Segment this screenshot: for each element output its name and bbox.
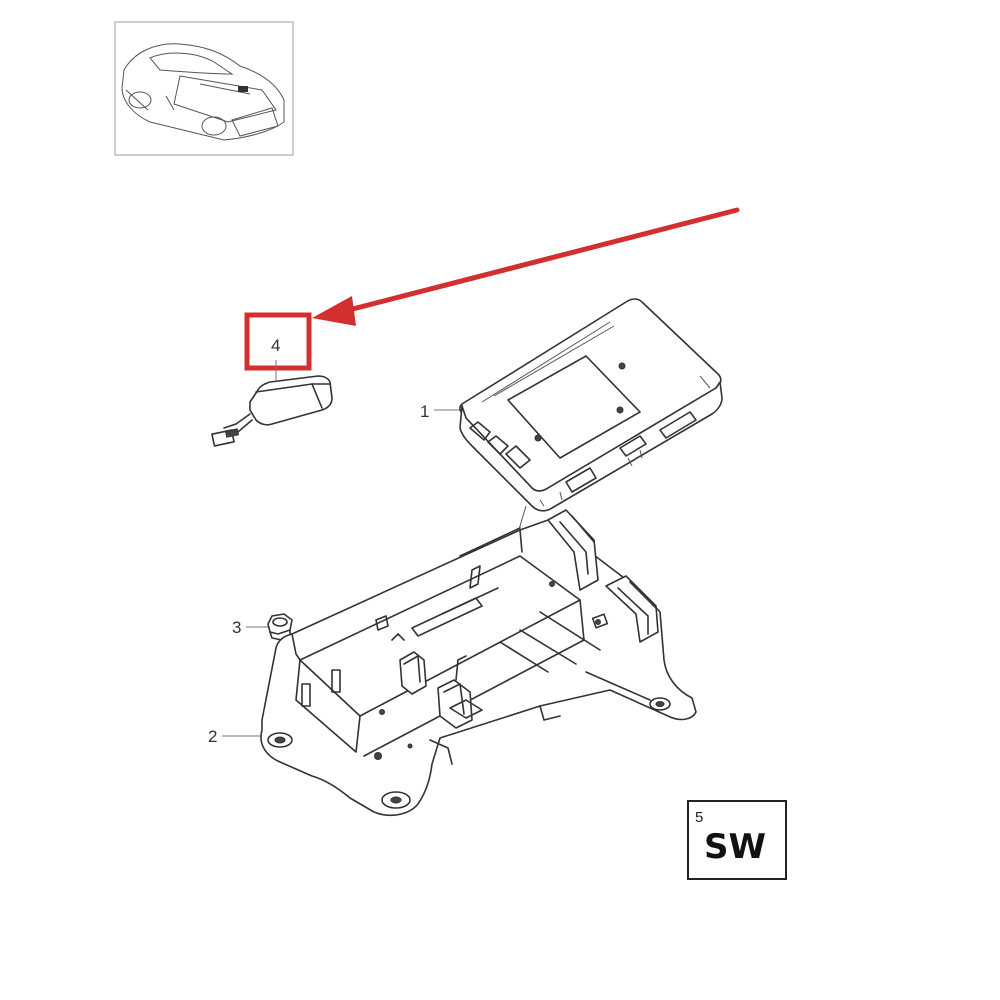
highlight-box (244, 312, 312, 371)
callout-3: 3 (232, 618, 241, 637)
sw-badge: 5 SW (687, 800, 787, 880)
car-thumbnail-icon (121, 43, 285, 141)
callout-2: 2 (208, 727, 217, 746)
mounting-bracket (260, 509, 697, 817)
sw-badge-superscript: 5 (695, 809, 703, 826)
callout-1: 1 (420, 402, 429, 421)
callout-4: 4 (271, 336, 280, 355)
control-module (459, 298, 723, 512)
sw-badge-text: SW (704, 827, 766, 867)
car-thumbnail (114, 21, 294, 156)
red-arrow-icon (312, 207, 740, 326)
small-module (211, 375, 333, 447)
